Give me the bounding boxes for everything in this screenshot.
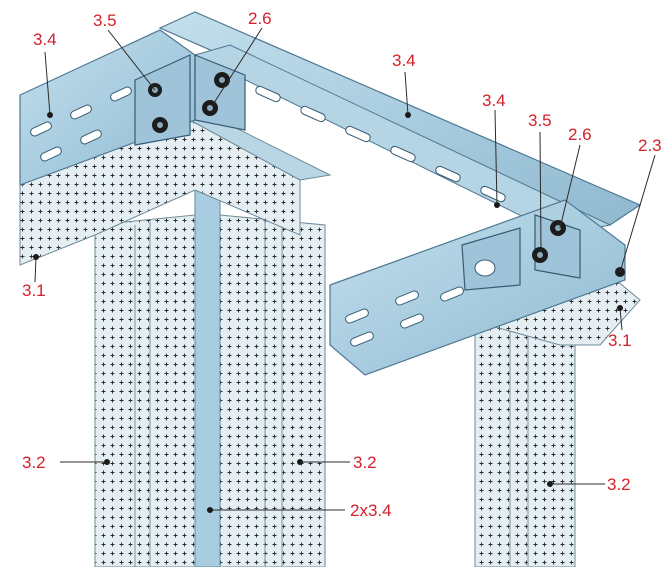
left-upright-assembly [94, 189, 326, 567]
label-top-rail: 3.4 [392, 51, 416, 70]
label-right-beam: 3.1 [608, 331, 632, 350]
label-right-bolt: 3.5 [528, 111, 552, 130]
label-right-upright: 3.2 [607, 475, 631, 494]
label-left-beam: 3.1 [22, 281, 46, 300]
label-left-rail: 3.4 [33, 30, 57, 49]
right-upright-assembly [474, 304, 576, 567]
label-center-double: 2x3.4 [350, 501, 392, 520]
right-bolt-group [532, 220, 625, 277]
leader-lines [33, 27, 656, 513]
label-left-upright-outer: 3.2 [22, 453, 46, 472]
label-right-edge: 2.3 [638, 136, 662, 155]
label-right-rail: 3.4 [482, 91, 506, 110]
right-corner-bracket [461, 214, 625, 291]
top-rail-profile [158, 11, 642, 236]
label-left-bolt: 3.5 [93, 11, 117, 30]
left-upright-outer [94, 214, 196, 567]
part-labels: 3.4 3.5 2.6 3.4 3.4 3.5 2.6 2.3 3.1 3.1 … [22, 9, 662, 520]
label-left-bracket: 2.6 [248, 9, 272, 28]
label-left-upright-inner: 3.2 [353, 453, 377, 472]
label-right-bracket: 2.6 [568, 125, 592, 144]
left-upright-inner [219, 214, 326, 567]
